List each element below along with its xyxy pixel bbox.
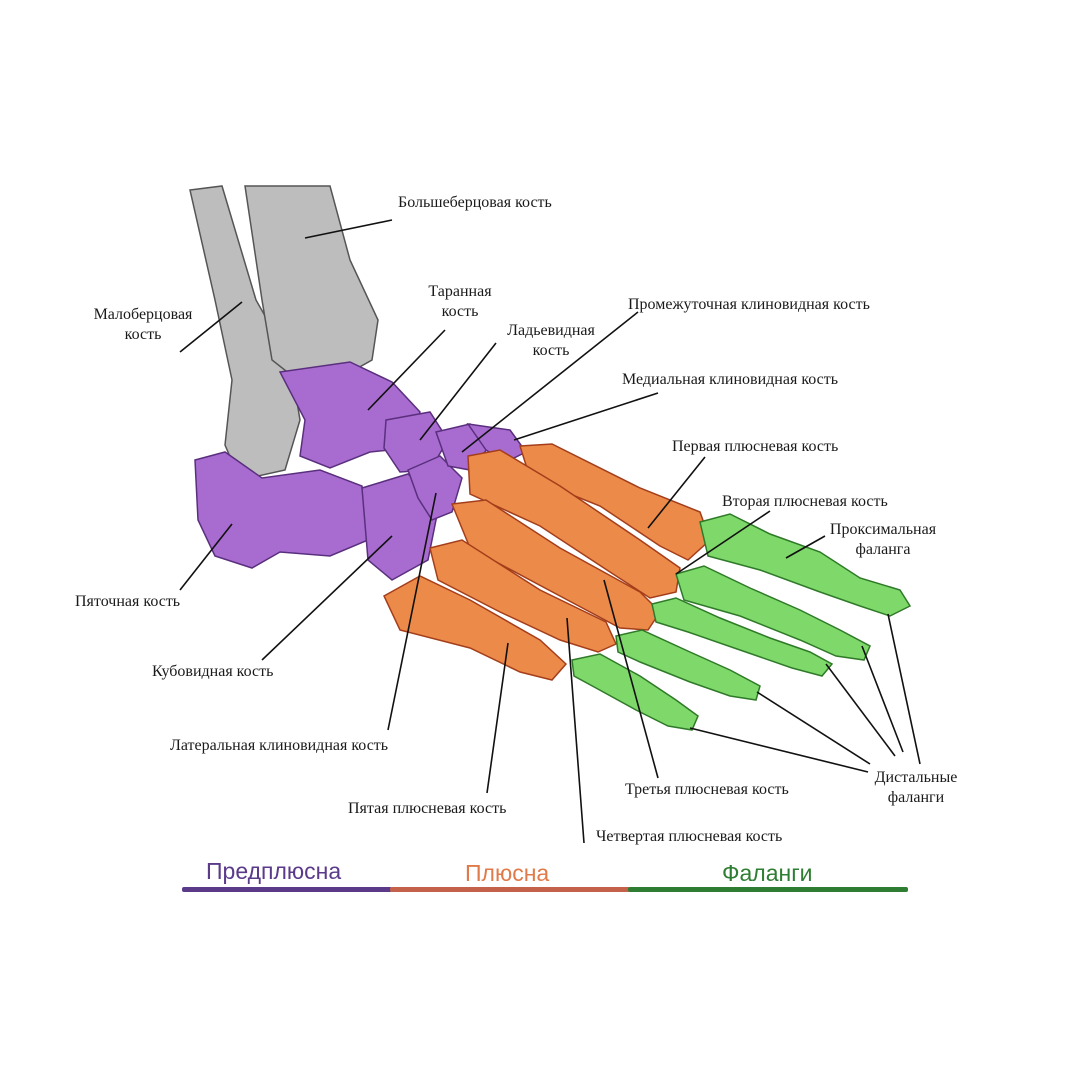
- label-talus-line2: кость: [410, 302, 510, 322]
- leader-line-medial-cuneiform: [514, 393, 658, 440]
- leader-line-distal-2: [862, 646, 903, 752]
- leader-line-distal-5: [690, 728, 868, 772]
- label-talus: Таранная кость: [410, 282, 510, 322]
- label-first-metatarsal: Первая плюсневая кость: [672, 437, 838, 457]
- label-fibula-line2: кость: [78, 325, 208, 345]
- label-intermediate-cuneiform: Промежуточная клиновидная кость: [628, 295, 870, 315]
- label-fourth-metatarsal: Четвертая плюсневая кость: [596, 827, 782, 847]
- leader-line-navicular: [420, 343, 496, 440]
- label-lateral-cuneiform: Латеральная клиновидная кость: [170, 736, 388, 756]
- legend-tarsus: Предплюсна: [206, 858, 341, 885]
- leader-line-fourth-metatarsal: [567, 618, 584, 843]
- label-fifth-metatarsal: Пятая плюсневая кость: [348, 799, 506, 819]
- legend-bar-phalanges: [628, 887, 908, 892]
- label-medial-cuneiform: Медиальная клиновидная кость: [622, 370, 838, 390]
- label-distal-phalanges-line2: фаланги: [866, 788, 966, 808]
- label-navicular: Ладьевидная кость: [488, 321, 614, 361]
- label-calcaneus: Пяточная кость: [75, 592, 180, 612]
- label-navicular-line1: Ладьевидная: [488, 321, 614, 341]
- legend-bar-metatarsus: [390, 887, 630, 892]
- leader-line-distal-1: [888, 614, 920, 764]
- leader-line-fifth-metatarsal: [487, 643, 508, 793]
- legend-metatarsus: Плюсна: [465, 860, 549, 887]
- label-second-metatarsal: Вторая плюсневая кость: [722, 492, 888, 512]
- leader-line-distal-4: [757, 692, 870, 764]
- label-cuboid: Кубовидная кость: [152, 662, 273, 682]
- label-third-metatarsal: Третья плюсневая кость: [625, 780, 789, 800]
- label-fibula-line1: Малоберцовая: [78, 305, 208, 325]
- label-proximal-phalanx-line1: Проксимальная: [810, 520, 956, 540]
- legend-bar-tarsus: [182, 887, 392, 892]
- label-talus-line1: Таранная: [410, 282, 510, 302]
- label-distal-phalanges: Дистальные фаланги: [866, 768, 966, 808]
- label-proximal-phalanx: Проксимальная фаланга: [810, 520, 956, 560]
- label-fibula: Малоберцовая кость: [78, 305, 208, 345]
- label-navicular-line2: кость: [488, 341, 614, 361]
- legend-phalanges: Фаланги: [722, 860, 812, 887]
- label-proximal-phalanx-line2: фаланга: [810, 540, 956, 560]
- label-tibia: Большеберцовая кость: [398, 193, 552, 213]
- label-distal-phalanges-line1: Дистальные: [866, 768, 966, 788]
